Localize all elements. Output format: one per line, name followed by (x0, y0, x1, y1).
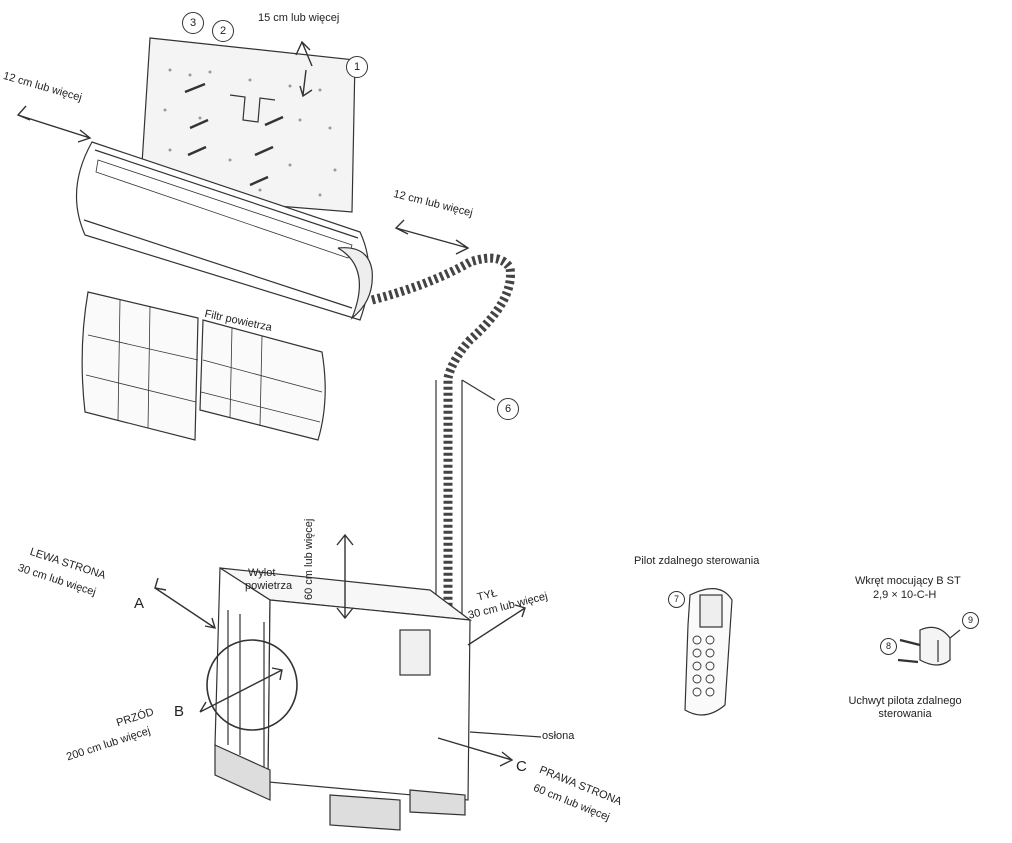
label-holder: Uchwyt pilota zdalnego sterowania (848, 695, 962, 720)
callout-6: 6 (497, 398, 519, 420)
outdoor-unit (206, 566, 473, 831)
indoor-unit (75, 141, 373, 321)
arrow-outdoor-top (336, 533, 354, 620)
mounting-plate (139, 37, 356, 213)
arrow-front (199, 667, 283, 713)
callout-8: 8 (880, 638, 897, 655)
arrow-left-indoor (16, 105, 92, 143)
letter-b: B (174, 703, 185, 720)
arrow-top (295, 40, 313, 98)
label-air-outlet-1: Wylot (248, 567, 276, 579)
callout-2: 2 (212, 20, 234, 42)
air-filter-panel (81, 291, 326, 441)
letter-c: C (516, 758, 527, 775)
label-cover: osłona (542, 730, 575, 742)
label-outdoor-top: 60 cm lub więcej (303, 518, 315, 600)
callout-9: 9 (962, 612, 979, 629)
callout-1: 1 (346, 56, 368, 78)
arrow-left-outdoor (154, 577, 217, 629)
remote-control-drawing (684, 588, 733, 716)
remote-holder-drawing (897, 626, 961, 666)
label-clearance-top: 15 cm lub więcej (258, 12, 340, 24)
label-air-outlet-2: powietrza (245, 580, 293, 592)
arrow-right-outdoor (437, 737, 514, 767)
arrow-right-indoor (394, 219, 470, 255)
arrow-back (467, 604, 526, 646)
label-remote-title: Pilot zdalnego sterowania (634, 555, 760, 567)
label-screw-line1: Wkręt mocujący B ST (855, 575, 961, 587)
letter-a: A (134, 595, 145, 612)
callout-7: 7 (668, 591, 685, 608)
label-screw-line2: 2,9 × 10-C-H (873, 589, 937, 601)
callout-3: 3 (182, 12, 204, 34)
